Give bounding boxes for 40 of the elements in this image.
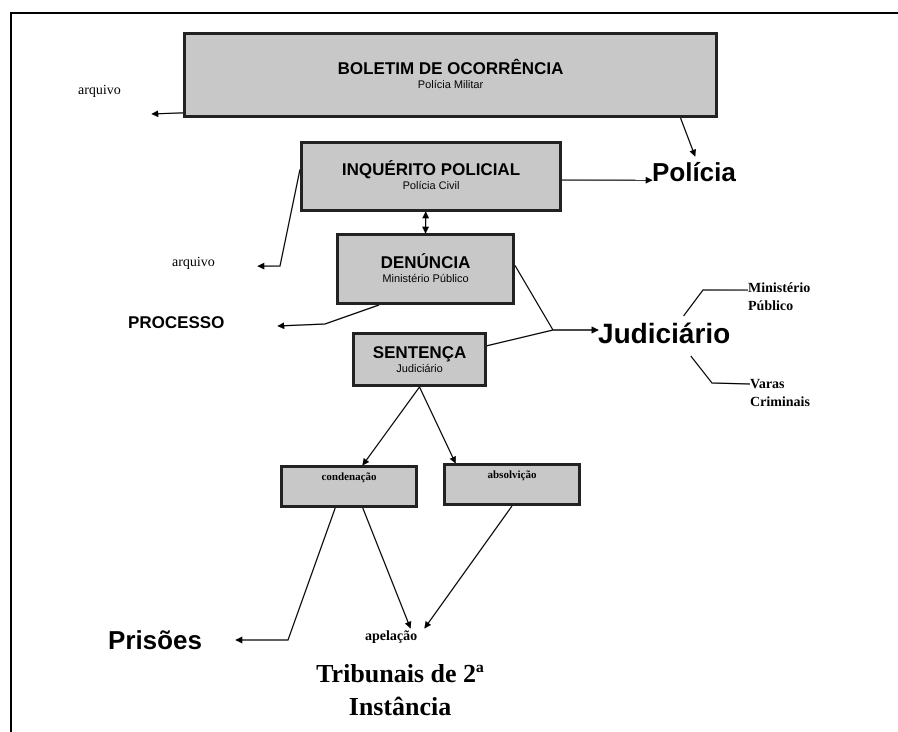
arrow bbox=[680, 118, 696, 157]
arrow bbox=[151, 110, 184, 118]
box-title: INQUÉRITO POLICIAL bbox=[342, 159, 520, 180]
process-box bbox=[183, 32, 718, 118]
process-box bbox=[300, 141, 562, 212]
outcome-text: arquivo bbox=[172, 254, 216, 272]
arrow bbox=[277, 304, 380, 330]
outcome-text: PROCESSO bbox=[128, 312, 226, 334]
institution-text: Polícia bbox=[652, 156, 737, 188]
institution-text: Ministério Público bbox=[748, 280, 812, 315]
process-box bbox=[336, 233, 515, 305]
box-title: BOLETIM DE OCORRÊNCIA bbox=[338, 58, 564, 79]
verdict-box bbox=[443, 463, 581, 506]
connector-line bbox=[683, 289, 748, 316]
connector-line bbox=[690, 356, 750, 385]
box-subtitle: Polícia Civil bbox=[402, 180, 460, 194]
box-title: DENÚNCIA bbox=[380, 252, 470, 273]
arrow bbox=[562, 176, 653, 184]
arrow bbox=[235, 508, 336, 644]
arrow bbox=[486, 326, 599, 346]
arrow bbox=[257, 169, 301, 270]
outcome-text: Prisões bbox=[108, 624, 203, 656]
verdict-box bbox=[280, 465, 418, 508]
outcome-text: arquivo bbox=[78, 82, 122, 100]
box-title: SENTENÇA bbox=[372, 342, 466, 364]
footer-text: Tribunais de 2ª Instância bbox=[315, 658, 485, 722]
box-subtitle: Judiciário bbox=[396, 363, 443, 377]
arrow bbox=[418, 386, 456, 464]
box-subtitle: Polícia Militar bbox=[418, 78, 484, 92]
box-subtitle: Ministério Público bbox=[382, 272, 469, 286]
arrow bbox=[362, 386, 420, 466]
arrow bbox=[422, 211, 430, 234]
outcome-text: apelação bbox=[365, 628, 418, 646]
arrow bbox=[424, 506, 512, 629]
box-title: absolvição bbox=[488, 469, 536, 483]
arrow bbox=[362, 508, 412, 629]
institution-text: Judiciário bbox=[598, 317, 732, 351]
box-title: condenação bbox=[322, 471, 376, 485]
process-box bbox=[352, 332, 487, 387]
institution-text: Varas Criminais bbox=[750, 376, 811, 411]
